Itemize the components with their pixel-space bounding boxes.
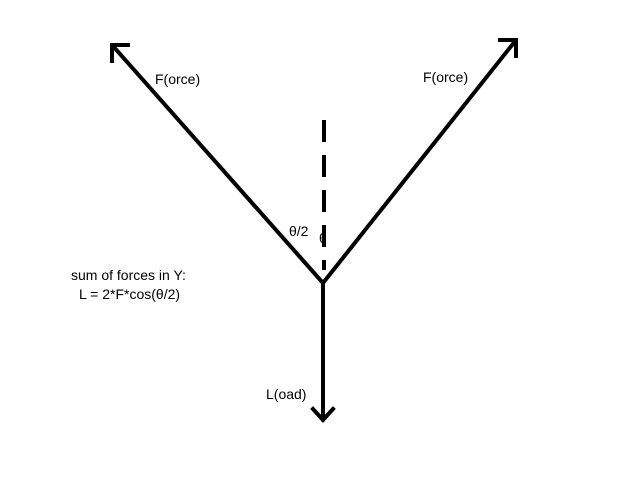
right-force-arrowhead (498, 38, 518, 58)
angle-label: θ (319, 230, 327, 246)
load-arrowhead (310, 406, 336, 423)
left-force-arrowhead (110, 43, 130, 63)
force-left-label: F(orce) (155, 71, 200, 87)
right-force-arrow (321, 38, 518, 285)
load-arrow (310, 281, 336, 423)
right-force-shaft (321, 38, 518, 285)
force-right-label: F(orce) (423, 69, 468, 85)
left-force-arrow (110, 43, 325, 285)
left-force-shaft (110, 43, 325, 285)
half-angle-label: θ/2 (289, 223, 309, 239)
sum-of-forces-equation: L = 2*F*cos(θ/2) (79, 286, 180, 302)
sum-of-forces-title: sum of forces in Y: (71, 267, 186, 283)
load-label: L(oad) (266, 386, 306, 402)
